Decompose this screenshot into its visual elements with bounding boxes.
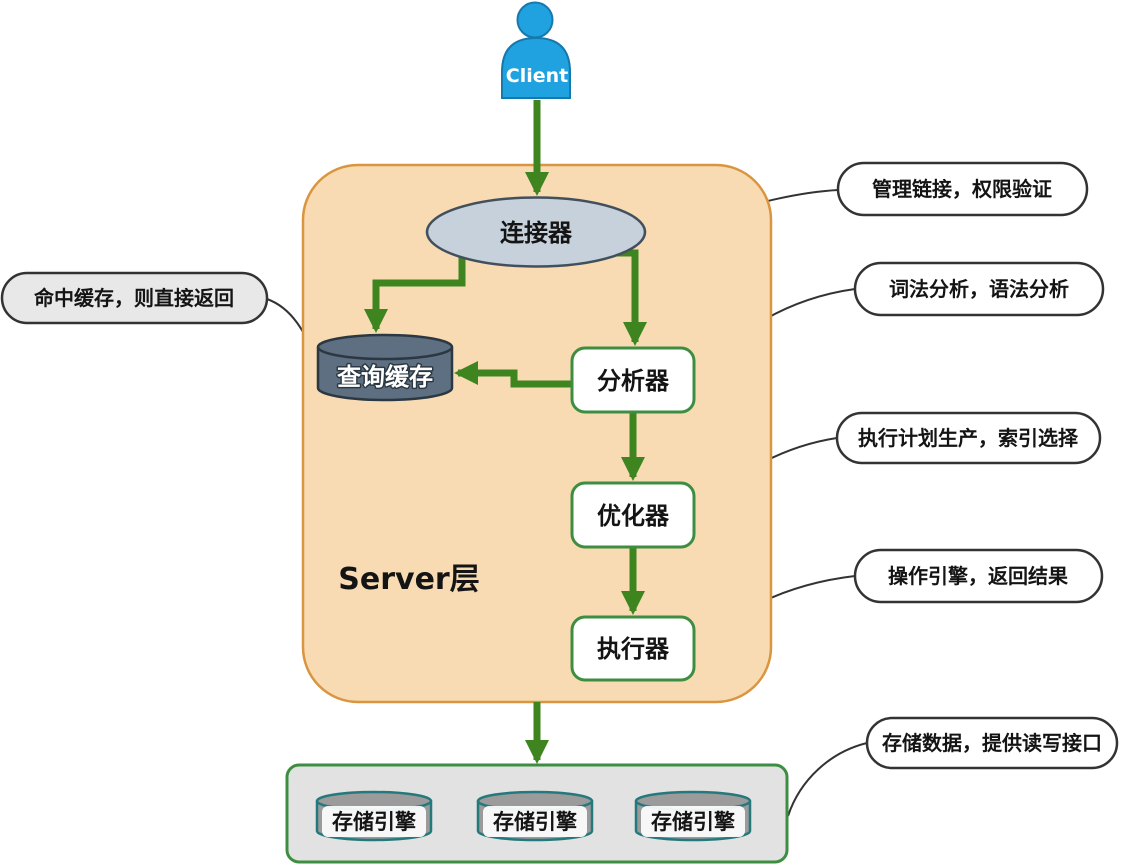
node-optimizer-label: 优化器 — [597, 502, 670, 530]
callout-storage: 存储数据，提供读写接口 — [865, 716, 1119, 770]
callout-analyzer-label: 词法分析，语法分析 — [889, 277, 1069, 301]
callout-optimizer: 执行计划生产，索引选择 — [835, 411, 1102, 465]
query-cache-body — [316, 347, 454, 402]
callout-executor-bubble — [853, 548, 1104, 604]
engine-label-chip — [483, 806, 587, 837]
server-layer-label: Server层 — [338, 562, 479, 597]
callout-cache-hit-label: 命中缓存，则直接返回 — [34, 286, 234, 310]
node-analyzer — [570, 346, 696, 414]
callout-analyzer-bubble — [853, 261, 1105, 317]
node-optimizer — [570, 481, 696, 549]
node-connector-label: 连接器 — [500, 219, 573, 247]
node-executor-label: 执行器 — [597, 635, 670, 663]
engine-label-chip — [641, 806, 745, 837]
storage-engine-cylinder: 存储引擎 — [476, 790, 594, 842]
callout-connector: 管理链接，权限验证 — [836, 161, 1089, 217]
callout-analyzer: 词法分析，语法分析 — [853, 261, 1105, 317]
node-executor — [570, 615, 696, 682]
client-label: Client — [506, 65, 568, 87]
callout-storage-label: 存储数据，提供读写接口 — [882, 731, 1102, 755]
query-cache-top — [316, 333, 454, 361]
engine-label-chip — [322, 806, 426, 837]
callout-optimizer-label: 执行计划生产，索引选择 — [858, 426, 1079, 450]
callout-connector-label: 管理链接，权限验证 — [872, 177, 1052, 201]
storage-engine-cylinder: 存储引擎 — [315, 790, 433, 842]
node-analyzer-label: 分析器 — [597, 367, 670, 395]
callout-line-storage — [787, 742, 868, 817]
client-head-shape — [516, 1, 554, 39]
storage-engine-cylinder: 存储引擎 — [634, 790, 752, 842]
callout-executor: 操作引擎，返回结果 — [853, 548, 1104, 604]
callout-executor-label: 操作引擎，返回结果 — [888, 564, 1068, 588]
callout-storage-bubble — [865, 716, 1119, 770]
callout-cache-hit-bubble — [0, 271, 269, 325]
callout-cache-hit: 命中缓存，则直接返回 — [0, 271, 269, 325]
callout-connector-bubble — [836, 161, 1089, 217]
node-query-cache: 查询缓存 — [316, 333, 454, 402]
storage-engine-label: 存储引擎 — [651, 810, 735, 834]
client-icon: Client — [501, 1, 571, 99]
arrow-analyzer-to-cache — [454, 361, 572, 388]
callout-optimizer-bubble — [835, 411, 1102, 465]
storage-engine-label: 存储引擎 — [332, 810, 416, 834]
node-connector — [425, 196, 647, 268]
storage-engine-label: 存储引擎 — [493, 810, 577, 834]
node-query-cache-label: 查询缓存 — [337, 363, 433, 391]
arrow-connector-to-cache — [364, 256, 466, 333]
